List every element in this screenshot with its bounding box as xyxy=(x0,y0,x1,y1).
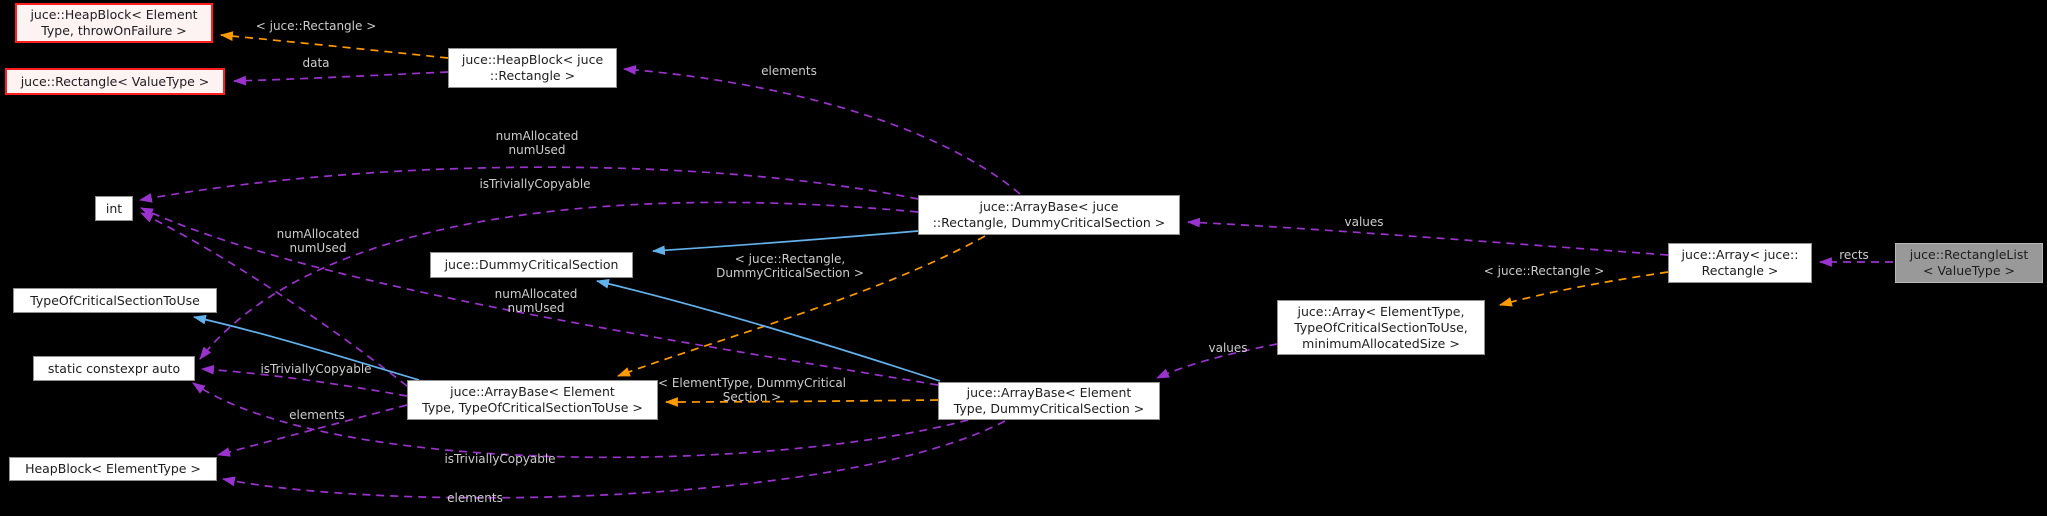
node-rectangle-valuetype[interactable]: juce::Rectangle< ValueType > xyxy=(5,68,225,95)
node-rectanglelist-current: juce::RectangleList < ValueType > xyxy=(1895,243,2043,283)
edge-numallocated-left xyxy=(140,212,408,387)
edge-template-rectangle-dummy xyxy=(616,235,986,377)
node-array-elementtype[interactable]: juce::Array< ElementType, TypeOfCritical… xyxy=(1277,300,1485,355)
edge-template-rectangle-top xyxy=(219,31,449,59)
edge-values-top xyxy=(1186,217,1669,256)
node-heapblock-template[interactable]: juce::HeapBlock< Element Type, throwOnFa… xyxy=(15,3,213,43)
node-heapblock-rectangle[interactable]: juce::HeapBlock< juce ::Rectangle > xyxy=(448,48,617,88)
node-typeofcriticalsectiontouse[interactable]: TypeOfCriticalSectionToUse xyxy=(13,288,217,313)
node-arraybase-element-dummy[interactable]: juce::ArrayBase< Element Type, DummyCrit… xyxy=(938,382,1160,420)
edge-elements-bottom xyxy=(221,420,1006,499)
edge-template-element-dummy xyxy=(664,397,939,407)
node-static-constexpr-auto[interactable]: static constexpr auto xyxy=(33,356,195,381)
node-heapblock-elementtype[interactable]: HeapBlock< ElementType > xyxy=(9,457,217,481)
node-dummycriticalsection[interactable]: juce::DummyCriticalSection xyxy=(430,252,633,278)
edge-data xyxy=(232,71,449,86)
node-int[interactable]: int xyxy=(95,196,133,221)
edge-inherit-arraybase-elem-dummy xyxy=(595,279,941,382)
edge-istriviallycopyable-bottom xyxy=(192,382,969,459)
edge-numallocated-top xyxy=(138,166,919,203)
node-array-rectangle[interactable]: juce::Array< juce:: Rectangle > xyxy=(1668,243,1812,283)
edge-template-rectangle-right xyxy=(1498,271,1669,307)
edge-elements-top xyxy=(622,65,1021,195)
edge-istriviallycopyable-top xyxy=(199,201,919,360)
edge-inherit-arraybase-rect-dummy xyxy=(651,230,919,256)
edge-numallocated-mid xyxy=(140,207,939,386)
node-arraybase-element-typeof[interactable]: juce::ArrayBase< Element Type, TypeOfCri… xyxy=(407,380,658,420)
edge-inherit-arraybase-elem-typeof xyxy=(192,314,420,381)
node-arraybase-rectangle-dummy[interactable]: juce::ArrayBase< juce ::Rectangle, Dummy… xyxy=(918,195,1180,235)
edge-istriviallycopyable-mid xyxy=(200,364,408,397)
edge-values-mid xyxy=(1156,343,1278,379)
edge-elements-mid xyxy=(216,404,408,457)
